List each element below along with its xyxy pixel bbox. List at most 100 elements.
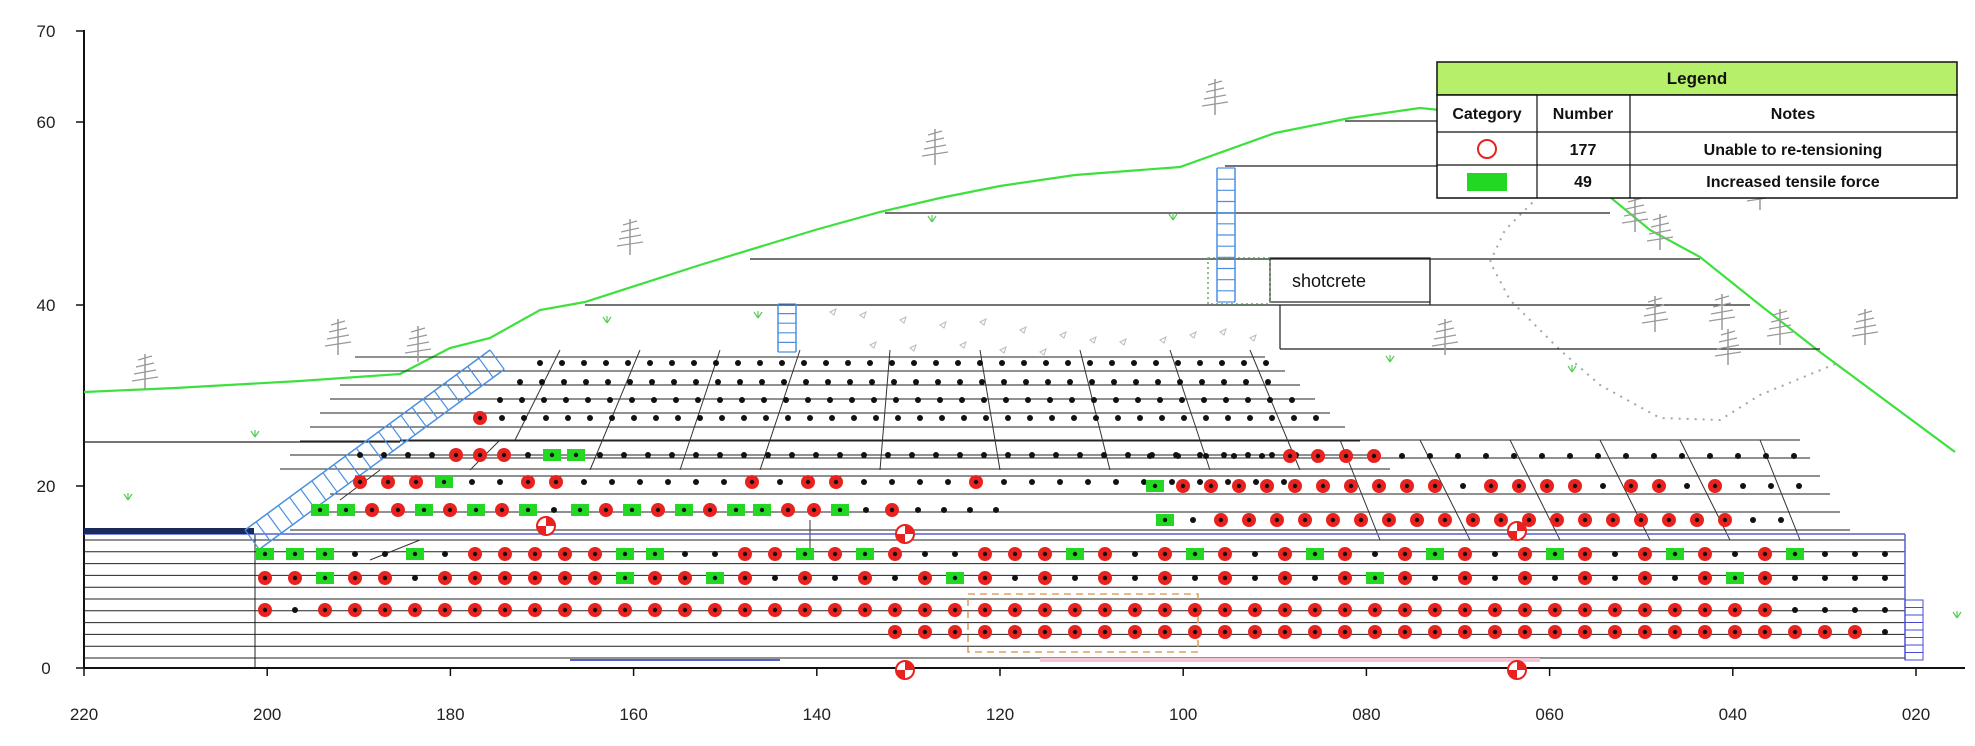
grass-icon	[1385, 355, 1395, 363]
borehole-quadrant	[1508, 670, 1517, 679]
anchor-head	[741, 452, 747, 458]
anchor-core	[1432, 629, 1438, 635]
anchor-head	[1057, 479, 1063, 485]
tree-branch	[620, 227, 640, 233]
anchor-head	[737, 379, 743, 385]
anchor-core	[712, 607, 718, 613]
anchor-head	[829, 415, 835, 421]
anchor-head	[1049, 415, 1055, 421]
anchor-head	[1219, 360, 1225, 366]
anchor-core	[473, 507, 479, 513]
anchor-head	[957, 452, 963, 458]
anchor-head	[1623, 453, 1629, 459]
diagonal-stair-rung	[277, 505, 294, 526]
tree-branch	[1710, 309, 1734, 315]
anchor-core	[1222, 629, 1228, 635]
anchor-core	[421, 507, 427, 513]
anchor-head	[772, 575, 778, 581]
anchor-head	[695, 397, 701, 403]
grass-icon	[1952, 611, 1962, 619]
x-tick-label: 020	[1902, 705, 1930, 724]
grass-blade	[123, 493, 129, 501]
debris-mark	[999, 346, 1007, 354]
tree-branch	[1437, 320, 1453, 326]
tree-branch	[1851, 331, 1879, 337]
anchor-core	[833, 479, 839, 485]
anchor-head	[1735, 453, 1741, 459]
debris-mark	[1039, 348, 1047, 356]
anchor-head	[1252, 575, 1258, 581]
diagonal-stair-rung	[467, 366, 483, 387]
anchor-head	[911, 360, 917, 366]
anchor-head	[1263, 360, 1269, 366]
borehole-quadrant	[546, 517, 555, 526]
debris-mark	[1219, 328, 1227, 336]
anchor-core	[412, 551, 418, 557]
diagonal-stair-rung	[367, 439, 383, 460]
anchor-core	[1072, 551, 1078, 557]
anchor-head	[825, 379, 831, 385]
anchor-core	[562, 607, 568, 613]
anchor-core	[1694, 517, 1700, 523]
tree-icon	[1646, 214, 1674, 250]
tree-branch	[408, 334, 428, 340]
right-stair-step	[1904, 622, 1924, 631]
right-stair-step	[1904, 652, 1924, 661]
anchor-core	[1372, 575, 1378, 581]
anchor-core	[1012, 607, 1018, 613]
anchor-head	[1179, 397, 1185, 403]
debris-mark	[869, 341, 877, 349]
tree-icon	[921, 129, 949, 165]
anchor-core	[1522, 551, 1528, 557]
anchor-core	[502, 551, 508, 557]
anchor-head	[1047, 397, 1053, 403]
anchor-head	[1539, 453, 1545, 459]
y-tick-label: 20	[37, 477, 56, 496]
tree-branch	[324, 341, 352, 347]
anchor-head	[913, 379, 919, 385]
anchor-core	[1582, 551, 1588, 557]
diagonal-stair-rung	[255, 521, 271, 542]
anchor-head	[1132, 551, 1138, 557]
anchor-head	[801, 360, 807, 366]
anchor-core	[1246, 517, 1252, 523]
anchor-head	[697, 415, 703, 421]
anchor-head	[1085, 479, 1091, 485]
anchor-head	[581, 360, 587, 366]
anchor-core	[922, 629, 928, 635]
anchor-head	[1707, 453, 1713, 459]
anchor-core	[1072, 607, 1078, 613]
anchor-head	[1822, 575, 1828, 581]
right-stair-step	[1904, 607, 1924, 616]
anchor-core	[1348, 483, 1354, 489]
anchor-head	[1267, 397, 1273, 403]
anchor-head	[1001, 379, 1007, 385]
legend-number-increased: 49	[1574, 174, 1592, 191]
anchor-core	[922, 607, 928, 613]
anchor-head	[885, 452, 891, 458]
diagonal-stair-rung	[389, 423, 405, 444]
anchor-core	[1132, 629, 1138, 635]
grass-blade	[606, 316, 612, 324]
anchor-head	[823, 360, 829, 366]
anchor-core	[395, 507, 401, 513]
anchor-core	[1072, 629, 1078, 635]
anchor-head	[673, 397, 679, 403]
anchor-head	[1135, 397, 1141, 403]
anchor-core	[1012, 551, 1018, 557]
anchor-core	[1552, 607, 1558, 613]
grass-icon	[927, 215, 937, 223]
anchor-head	[1269, 415, 1275, 421]
tree-branch	[1720, 330, 1736, 336]
anchor-core	[1470, 517, 1476, 523]
y-tick-label: 70	[37, 22, 56, 41]
anchor-head	[1197, 479, 1203, 485]
grass-blade	[1389, 355, 1395, 363]
anchor-head	[693, 452, 699, 458]
x-tick-label: 160	[619, 705, 647, 724]
anchor-core	[322, 575, 328, 581]
anchor-head	[959, 397, 965, 403]
anchor-head	[917, 415, 923, 421]
anchor-core	[1498, 517, 1504, 523]
tree-branch	[1857, 310, 1873, 316]
